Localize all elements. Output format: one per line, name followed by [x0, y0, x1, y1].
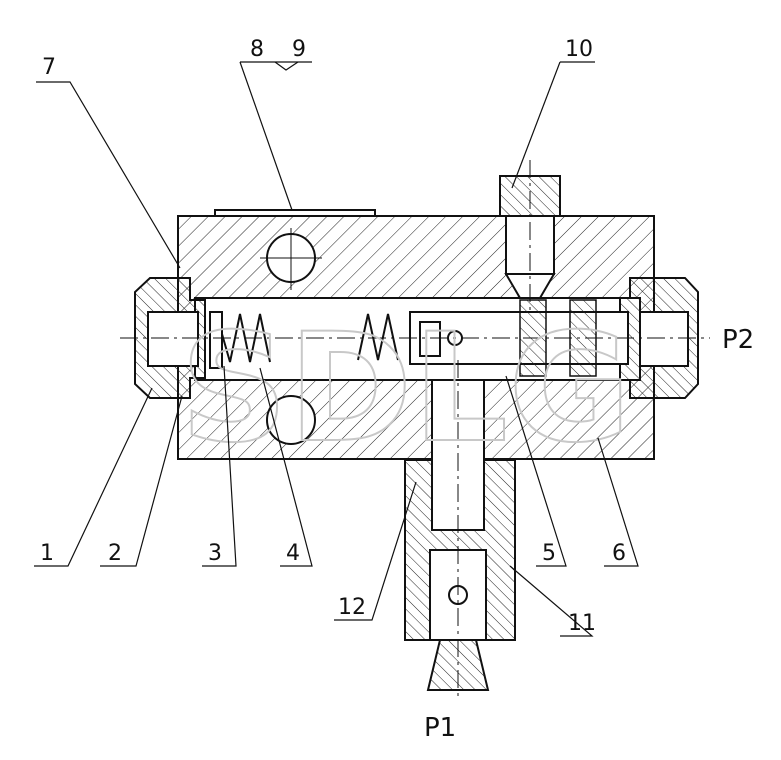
label-9: 9: [292, 37, 306, 62]
label-5: 5: [542, 541, 556, 566]
label-4: 4: [286, 541, 300, 566]
label-2: 2: [108, 541, 122, 566]
label-10: 10: [565, 37, 593, 62]
watermark-text: SDLG: [180, 302, 631, 476]
label-12: 12: [338, 595, 366, 620]
label-3: 3: [208, 541, 222, 566]
left-plug: [134, 277, 206, 399]
port-p1-label: P1: [424, 713, 456, 743]
label-6: 6: [612, 541, 626, 566]
label-8: 8: [250, 37, 264, 62]
right-spring: [357, 313, 399, 361]
leader-lines: [34, 61, 639, 637]
center-lines: [120, 160, 710, 700]
label-1: 1: [40, 541, 54, 566]
port-p2-label: P2: [722, 325, 754, 355]
label-11: 11: [568, 611, 596, 636]
label-7: 7: [42, 55, 56, 80]
